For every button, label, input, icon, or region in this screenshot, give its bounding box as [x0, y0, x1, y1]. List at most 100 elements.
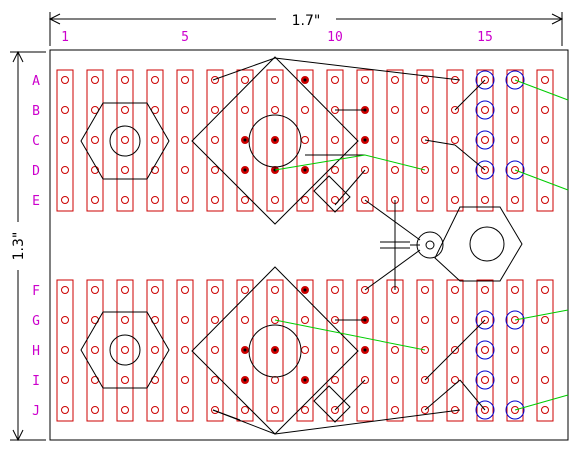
strip-hole — [481, 376, 489, 384]
strip-hole — [481, 76, 489, 84]
strip-hole — [121, 406, 129, 414]
wire-black — [424, 379, 461, 411]
strip-hole — [181, 286, 189, 294]
strip-hole — [121, 76, 129, 84]
strip-hole — [271, 286, 279, 294]
strip-hole — [511, 106, 519, 114]
strip-hole — [241, 76, 249, 84]
highlighted-hole-ring — [505, 160, 525, 180]
strip-hole — [181, 136, 189, 144]
wire-black — [364, 199, 421, 241]
strip-hole — [241, 286, 249, 294]
strip-hole — [481, 136, 489, 144]
strip-hole — [241, 106, 249, 114]
highlighted-hole-ring — [475, 130, 495, 150]
strip-hole — [271, 316, 279, 324]
copper-strip-bottom — [296, 279, 314, 422]
strip-hole — [211, 316, 219, 324]
copper-strip-top — [386, 69, 404, 212]
strip-hole — [331, 346, 339, 354]
strip-hole — [481, 346, 489, 354]
solder-point — [273, 138, 277, 142]
strip-hole — [301, 106, 309, 114]
row-label: D — [32, 164, 40, 179]
copper-strip-top — [506, 69, 524, 212]
copper-strip-top — [86, 69, 104, 212]
strip-hole — [481, 286, 489, 294]
strip-hole — [511, 346, 519, 354]
copper-strip-bottom — [236, 279, 254, 422]
board-outline — [49, 49, 569, 441]
strip-hole — [391, 346, 399, 354]
strip-hole — [301, 346, 309, 354]
solder-point — [243, 138, 247, 142]
solder-point — [243, 348, 247, 352]
row-label: E — [32, 194, 40, 209]
strip-hole — [541, 136, 549, 144]
wire-green — [514, 394, 569, 411]
power-tab-hole — [469, 226, 505, 262]
row-label: C — [32, 134, 40, 149]
strip-hole — [301, 316, 309, 324]
hex-nut-top-bore — [109, 125, 141, 157]
solder-point — [303, 168, 307, 172]
strip-hole — [541, 406, 549, 414]
strip-hole — [211, 136, 219, 144]
strip-hole — [61, 376, 69, 384]
highlighted-hole-ring — [475, 160, 495, 180]
strip-hole — [181, 406, 189, 414]
strip-hole — [541, 316, 549, 324]
strip-hole — [391, 166, 399, 174]
strip-hole — [61, 406, 69, 414]
wire-green — [514, 79, 569, 101]
strip-hole — [271, 406, 279, 414]
strip-hole — [271, 76, 279, 84]
strip-hole — [211, 346, 219, 354]
copper-strip-top — [206, 69, 224, 212]
row-label: B — [32, 104, 40, 119]
strip-hole — [511, 196, 519, 204]
strip-hole — [121, 316, 129, 324]
strip-hole — [451, 346, 459, 354]
strip-holes — [61, 76, 549, 414]
strip-hole — [481, 316, 489, 324]
copper-strip-top — [146, 69, 164, 212]
strip-hole — [421, 406, 429, 414]
highlighted-hole-ring — [475, 70, 495, 90]
strip-hole — [451, 286, 459, 294]
strip-hole — [421, 316, 429, 324]
power-tab-lead — [425, 240, 435, 250]
strip-hole — [271, 196, 279, 204]
copper-strip-top — [56, 69, 74, 212]
height-label: 1.3" — [11, 232, 27, 261]
wire-green — [514, 169, 569, 191]
strip-hole — [181, 346, 189, 354]
row-label: H — [32, 344, 40, 359]
solder-point — [303, 78, 307, 82]
solder-point — [363, 138, 367, 142]
wire-green — [274, 319, 426, 351]
strip-hole — [301, 136, 309, 144]
highlighted-hole-ring — [505, 70, 525, 90]
jumper-wires — [212, 79, 569, 421]
strip-hole — [361, 76, 369, 84]
strip-hole — [181, 166, 189, 174]
strip-hole — [481, 166, 489, 174]
power-tab — [434, 206, 523, 282]
copper-strip-top — [446, 69, 464, 212]
copper-strip-bottom — [446, 279, 464, 422]
strip-hole — [421, 196, 429, 204]
strip-hole — [61, 166, 69, 174]
strip-hole — [331, 196, 339, 204]
strip-hole — [421, 286, 429, 294]
strip-hole — [61, 316, 69, 324]
strip-hole — [301, 406, 309, 414]
strip-hole — [91, 76, 99, 84]
copper-strip-bottom — [206, 279, 224, 422]
solder-point — [363, 348, 367, 352]
strip-hole — [211, 196, 219, 204]
strip-hole — [331, 376, 339, 384]
strip-hole — [481, 196, 489, 204]
